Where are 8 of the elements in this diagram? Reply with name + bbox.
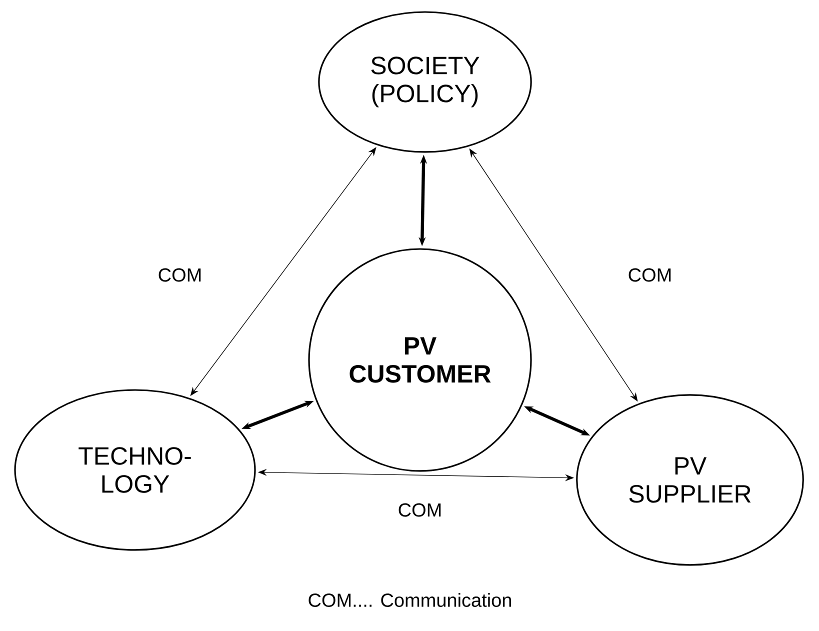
ellipse-node: SOCIETY (POLICY) [318,11,532,153]
ellipse-node: PV SUPPLIER [576,394,804,566]
circle-node: PV CUSTOMER [308,248,532,472]
edge-label: COM [396,502,444,518]
edge-label: COM [156,267,204,283]
edge-label: COM [626,267,674,283]
note: COM.... Communication [308,593,511,607]
ellipse-node: TECHNO- LOGY [14,389,256,551]
